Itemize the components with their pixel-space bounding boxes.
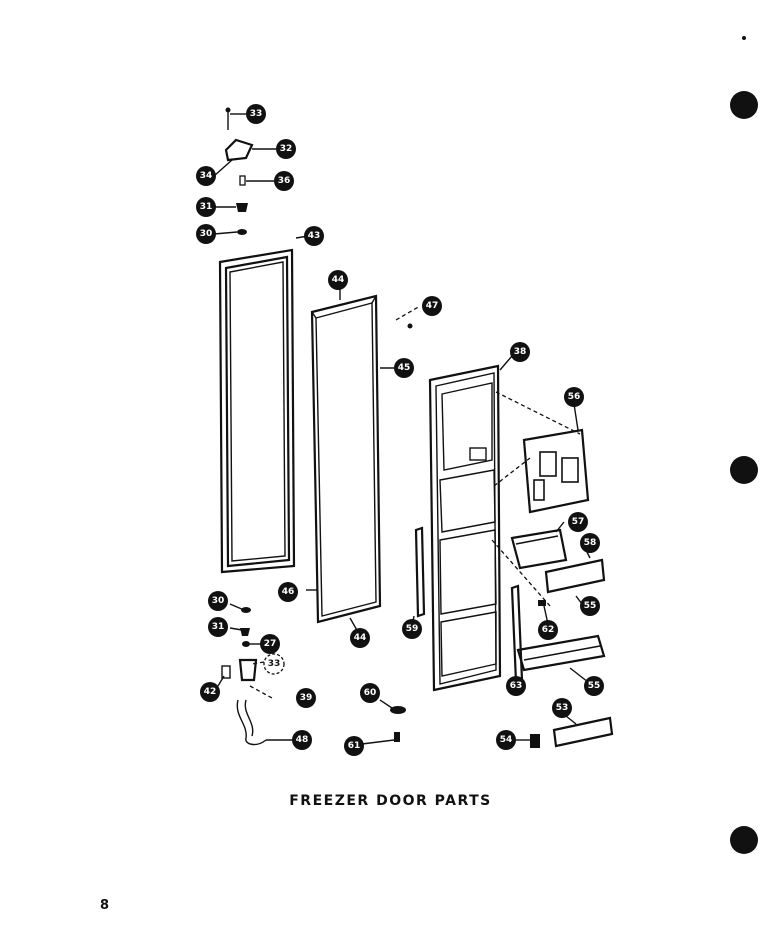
callout: 45: [394, 358, 414, 378]
callout: 30: [196, 224, 216, 244]
callout: 38: [510, 342, 530, 362]
callout: 33: [263, 653, 285, 675]
door-panel: [306, 286, 421, 633]
callout: 34: [196, 166, 216, 186]
svg-text:36: 36: [278, 176, 291, 186]
svg-text:33: 33: [268, 659, 281, 669]
top-hinge-assembly: [213, 107, 278, 235]
callout: 60: [360, 683, 380, 703]
callout: 57: [568, 512, 588, 532]
bottom-hinge-assembly: [217, 603, 406, 746]
svg-text:54: 54: [500, 735, 513, 745]
callout: 42: [200, 682, 220, 702]
callouts: 33 32 34 36 31 30 43 44 47 45 38 56 57 5…: [196, 104, 604, 756]
callout: 31: [208, 617, 228, 637]
svg-text:38: 38: [514, 347, 527, 357]
svg-text:42: 42: [204, 687, 217, 697]
svg-text:30: 30: [212, 596, 225, 606]
svg-text:39: 39: [300, 693, 313, 703]
callout: 27: [260, 634, 280, 654]
page-number: 8: [100, 898, 110, 913]
svg-text:32: 32: [280, 144, 293, 154]
callout: 48: [292, 730, 312, 750]
svg-text:56: 56: [568, 392, 581, 402]
callout: 46: [278, 582, 298, 602]
callout: 47: [422, 296, 442, 316]
svg-text:62: 62: [542, 625, 555, 635]
dispenser-bracket: [522, 403, 590, 514]
callout: 56: [564, 387, 584, 407]
svg-text:31: 31: [212, 622, 225, 632]
binder-holes: [730, 36, 758, 854]
svg-text:43: 43: [308, 231, 321, 241]
svg-text:33: 33: [250, 109, 263, 119]
svg-text:60: 60: [364, 688, 377, 698]
callout: 30: [208, 591, 228, 611]
door-bins: [510, 521, 614, 748]
callout: 58: [580, 533, 600, 553]
callout: 59: [402, 619, 422, 639]
callout: 55: [584, 676, 604, 696]
svg-text:53: 53: [556, 703, 569, 713]
callout: 44: [328, 270, 348, 290]
door-gasket: [218, 235, 309, 574]
callout: 31: [196, 197, 216, 217]
svg-text:59: 59: [406, 624, 419, 634]
svg-text:48: 48: [296, 735, 309, 745]
callout: 44: [350, 628, 370, 648]
callout: 62: [538, 620, 558, 640]
callout: 36: [274, 171, 294, 191]
svg-text:27: 27: [264, 639, 277, 649]
svg-text:46: 46: [282, 587, 295, 597]
svg-text:44: 44: [354, 633, 367, 643]
callout: 54: [496, 730, 516, 750]
svg-text:61: 61: [348, 741, 361, 751]
svg-text:34: 34: [200, 171, 213, 181]
callout: 43: [304, 226, 324, 246]
svg-text:58: 58: [584, 538, 597, 548]
speck: [742, 36, 746, 40]
callout: 53: [552, 698, 572, 718]
callout: 61: [344, 736, 364, 756]
callout: 63: [506, 676, 526, 696]
binder-hole-bottom: [730, 826, 758, 854]
binder-hole-top: [730, 91, 758, 119]
callout: 55: [580, 596, 600, 616]
svg-text:55: 55: [584, 601, 597, 611]
callout: 39: [296, 688, 316, 708]
svg-text:47: 47: [426, 301, 439, 311]
callout: 33: [246, 104, 266, 124]
svg-text:31: 31: [200, 202, 213, 212]
svg-text:45: 45: [398, 363, 411, 373]
svg-text:30: 30: [200, 229, 213, 239]
diagram-caption: FREEZER DOOR PARTS: [289, 793, 492, 809]
svg-text:55: 55: [588, 681, 601, 691]
svg-text:63: 63: [510, 681, 523, 691]
svg-text:44: 44: [332, 275, 345, 285]
door-liner: [428, 355, 581, 692]
binder-hole-middle: [730, 456, 758, 484]
svg-text:57: 57: [572, 517, 585, 527]
callout: 32: [276, 139, 296, 159]
